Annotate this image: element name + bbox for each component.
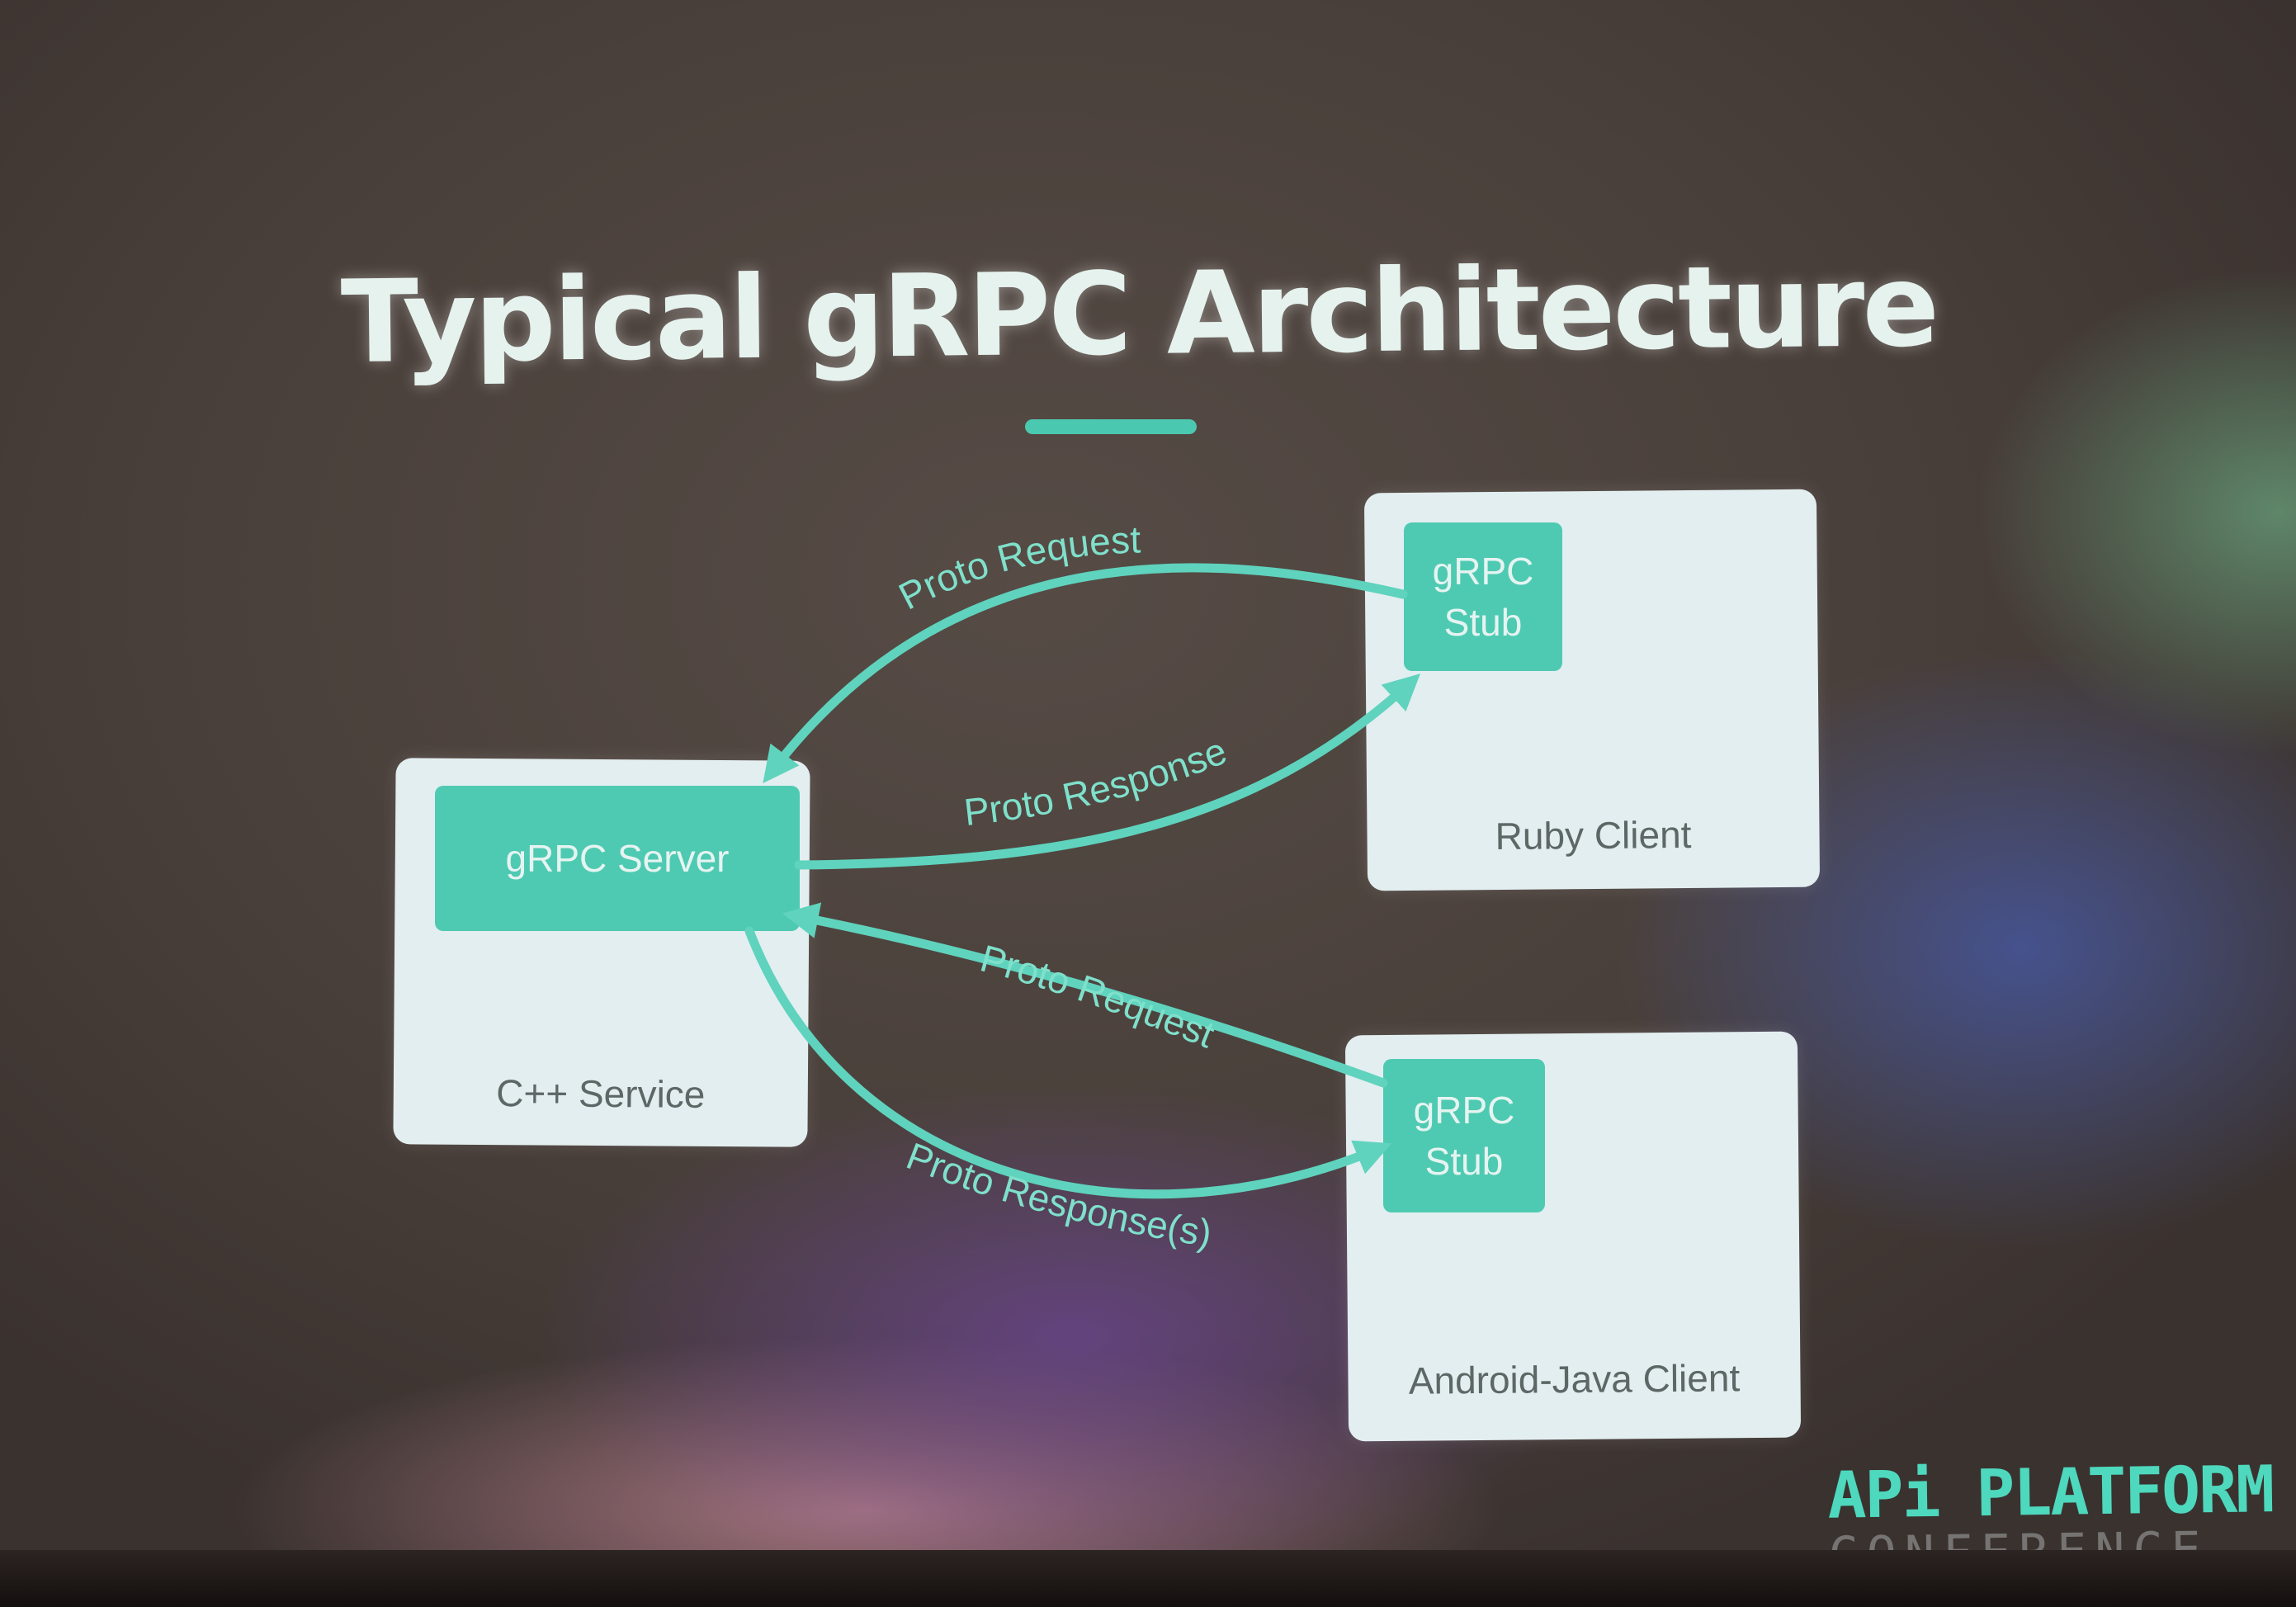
grpc-server-box: gRPC Server bbox=[435, 786, 800, 931]
android-request-arrow bbox=[782, 902, 1388, 1088]
screen-bottom-edge bbox=[0, 1550, 2296, 1607]
android-grpc-stub-box: gRPC Stub bbox=[1383, 1059, 1545, 1212]
logo-line-1: APi PLATFORM bbox=[1826, 1453, 2274, 1534]
android-request-label: Proto Request bbox=[976, 936, 1221, 1056]
ruby-response-arrow bbox=[794, 674, 1420, 870]
title-underline bbox=[1025, 419, 1197, 434]
ruby-request-label: Proto Request bbox=[892, 518, 1141, 617]
android-response-arrow bbox=[744, 926, 1392, 1199]
ruby-request-arrow bbox=[763, 563, 1408, 783]
ruby-grpc-stub-box: gRPC Stub bbox=[1404, 522, 1562, 671]
